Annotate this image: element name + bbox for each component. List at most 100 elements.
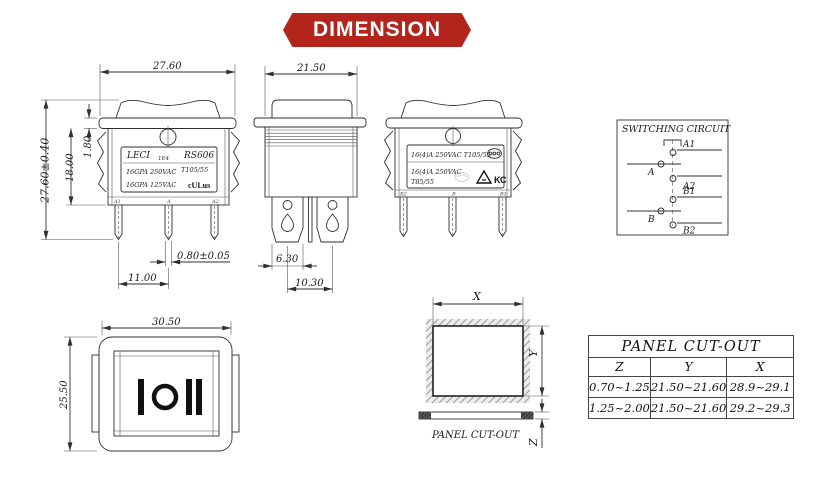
dim-text: 0.80±0.05 bbox=[177, 251, 230, 262]
dim-terminal-pitch-side: 10.30 bbox=[287, 246, 333, 293]
side-view-drawing: 21.50 6.30 10.30 bbox=[253, 63, 367, 293]
dim-front-width: 27.60 bbox=[99, 61, 236, 116]
dim-top-height: 25.50 bbox=[59, 336, 97, 452]
rating1-text: 16(4)A 250VAC T105/55 bbox=[411, 151, 491, 159]
table-row: 0.70~1.25 21.50~21.60 28.9~29.1 bbox=[588, 376, 794, 398]
terminal-mark: B bbox=[451, 192, 456, 198]
panel-edge-hatch bbox=[419, 412, 431, 419]
dim-text: Z bbox=[527, 438, 540, 447]
cert-code-text: 1E4 bbox=[158, 156, 170, 162]
dim-text: 1.80 bbox=[83, 135, 94, 158]
rocker-position-marks bbox=[138, 379, 202, 415]
rating2-text: 16GPA 125VAC bbox=[126, 181, 176, 189]
table-header-row: Z Y X bbox=[588, 357, 794, 377]
dimension-banner: DIMENSION bbox=[283, 13, 471, 47]
mounting-clip-right bbox=[512, 130, 523, 191]
enec-icon bbox=[487, 148, 502, 159]
panel-cutout-table: PANEL CUT-OUT Z Y X 0.70~1.25 21.50~21.6… bbox=[588, 335, 794, 419]
dim-terminal-pitch-front: 11.00 bbox=[118, 242, 169, 289]
dim-text: 21.50 bbox=[296, 63, 326, 74]
cell: 21.50~21.60 bbox=[649, 397, 728, 419]
rating2-text: 16(4)A 250VAC bbox=[411, 168, 462, 176]
cert-triangle-icon bbox=[475, 169, 493, 184]
dim-text: 30.50 bbox=[152, 317, 181, 328]
mark-II-bar bbox=[196, 379, 202, 415]
cell: 29.2~29.3 bbox=[726, 397, 794, 419]
contact-label: B2 bbox=[682, 227, 696, 237]
rocker-opening bbox=[113, 350, 220, 437]
temp1-text: T105/55 bbox=[181, 166, 208, 174]
terminal-pin bbox=[164, 205, 173, 241]
terminal-mark: B2 bbox=[399, 192, 407, 198]
terminal-pin bbox=[114, 205, 123, 241]
mark-I bbox=[138, 379, 144, 415]
banner-label: DIMENSION bbox=[312, 18, 441, 41]
terminal-side bbox=[271, 197, 304, 243]
mounting-flange bbox=[98, 117, 237, 129]
rear-view-drawing: 16(4)A 250VAC T105/55 16(4)A 250VAC T85/… bbox=[383, 99, 523, 238]
cutout-caption: PANEL CUT-OUT bbox=[431, 430, 520, 441]
front-rating-label: LECI 1E4 RS606 16GPA 250VAC T105/55 16GP… bbox=[120, 146, 218, 193]
switching-circuit-diagram: SWITCHING CIRCUIT A A1 A2 B1 B B2 bbox=[616, 119, 731, 237]
rocker-actuator bbox=[400, 99, 506, 119]
table-title: PANEL CUT-OUT bbox=[588, 335, 794, 358]
dim-side-width: 21.50 bbox=[264, 63, 358, 116]
dim-total-height: 27.60±0.40 bbox=[39, 99, 119, 240]
cell: 21.50~21.60 bbox=[649, 376, 728, 398]
center-leg bbox=[308, 196, 313, 243]
dim-text: X bbox=[472, 290, 482, 303]
rear-rating-label: 16(4)A 250VAC T105/55 16(4)A 250VAC T85/… bbox=[406, 144, 507, 189]
dim-cutout-x: X bbox=[432, 290, 524, 324]
rocker-side bbox=[271, 99, 353, 118]
cqc-icon bbox=[454, 172, 470, 182]
contact-label: B1 bbox=[682, 187, 695, 197]
panel-edge-hatch bbox=[521, 412, 533, 419]
cutout-hole bbox=[432, 325, 524, 397]
dim-body-height: 18.00 bbox=[65, 128, 106, 206]
switch-body bbox=[107, 128, 230, 206]
mounting-flange bbox=[385, 117, 523, 129]
dim-flange-thickness: 1.80 bbox=[83, 104, 97, 158]
body-ribs bbox=[265, 129, 357, 147]
col-header-x: X bbox=[726, 357, 794, 377]
side-tab-left bbox=[91, 354, 100, 433]
table-row: 1.25~2.00 21.50~21.60 29.2~29.3 bbox=[588, 397, 794, 419]
cell: 0.70~1.25 bbox=[588, 376, 651, 398]
dim-text: 27.60 bbox=[152, 61, 182, 72]
flange-side bbox=[253, 117, 367, 128]
kc-mark-icon: KC bbox=[494, 175, 507, 185]
contact-label: A bbox=[647, 168, 655, 178]
mark-II-bar bbox=[186, 379, 192, 415]
circuit-title: SWITCHING CIRCUIT bbox=[622, 124, 731, 135]
dim-text: 25.50 bbox=[59, 380, 70, 410]
mark-O bbox=[151, 383, 179, 411]
cell: 1.25~2.00 bbox=[588, 397, 651, 419]
col-header-y: Y bbox=[649, 357, 728, 377]
mounting-clip-left bbox=[96, 131, 107, 193]
dim-top-width: 30.50 bbox=[101, 317, 232, 335]
dim-text: 11.00 bbox=[128, 273, 157, 284]
contact-label: A1 bbox=[682, 140, 695, 150]
dim-cutout-z: Z bbox=[527, 399, 549, 448]
cell: 28.9~29.1 bbox=[726, 376, 794, 398]
temp2-text: T85/55 bbox=[411, 178, 434, 186]
dim-text: 18.00 bbox=[65, 153, 76, 182]
terminal-mark: A bbox=[166, 199, 171, 205]
terminal-mark: B1 bbox=[499, 192, 507, 198]
mounting-clip-right bbox=[230, 131, 241, 193]
terminal-pin bbox=[498, 197, 507, 238]
rocker-actuator bbox=[115, 99, 221, 119]
bezel-outline bbox=[98, 336, 233, 452]
contact-label: A2 bbox=[682, 182, 695, 192]
col-header-z: Z bbox=[588, 357, 651, 377]
panel-cutout-drawing: X Y Z PANEL CUT-OUT bbox=[418, 290, 549, 448]
terminal-mark: A1 bbox=[113, 199, 121, 205]
terminal-hole bbox=[281, 213, 294, 232]
dim-cutout-y: Y bbox=[525, 325, 549, 397]
panel-edge-strip bbox=[418, 411, 534, 420]
dim-text: 27.60±0.40 bbox=[39, 138, 52, 204]
dim-terminal-thickness: 0.80±0.05 bbox=[150, 241, 230, 266]
dim-text: Y bbox=[527, 348, 540, 357]
